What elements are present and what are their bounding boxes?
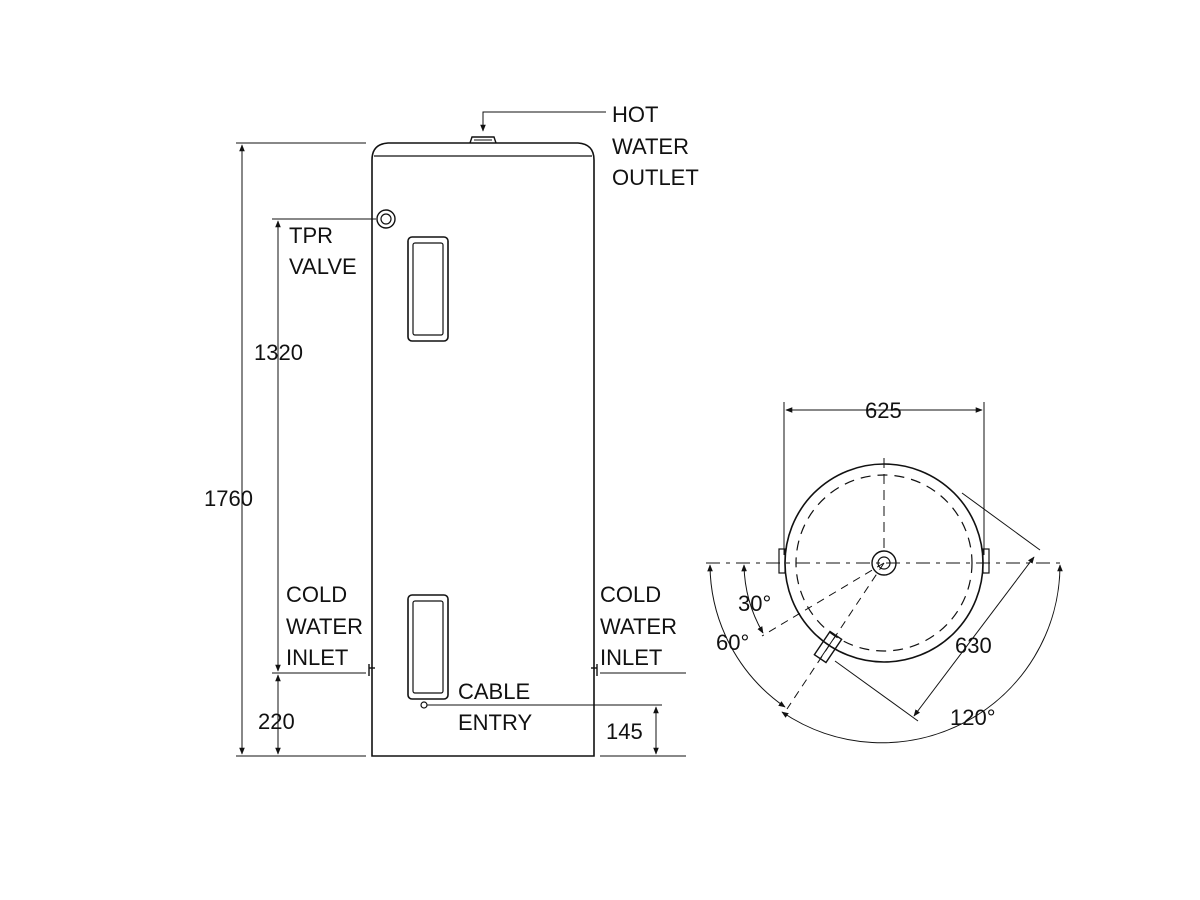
- hot-water-outlet-label: HOT WATER OUTLET: [612, 102, 699, 190]
- svg-text:CABLE: CABLE: [458, 679, 530, 704]
- svg-text:ENTRY: ENTRY: [458, 710, 532, 735]
- hot-outlet-fitting: [469, 136, 497, 144]
- svg-text:OUTLET: OUTLET: [612, 165, 699, 190]
- svg-text:HOT: HOT: [612, 102, 658, 127]
- dim-label-630: 630: [955, 633, 992, 658]
- arc-60: [707, 564, 786, 708]
- svg-text:WATER: WATER: [612, 134, 689, 159]
- dim-label-220: 220: [258, 709, 295, 734]
- svg-text:VALVE: VALVE: [289, 254, 357, 279]
- dim-label-1320: 1320: [254, 340, 303, 365]
- svg-text:INLET: INLET: [600, 645, 662, 670]
- tpr-valve: [376, 209, 396, 229]
- svg-text:TPR: TPR: [289, 223, 333, 248]
- cable-entry-hole: [420, 701, 428, 709]
- angle-label-120: 120°: [950, 705, 996, 730]
- hot-outlet-leader: [480, 111, 606, 132]
- svg-text:INLET: INLET: [286, 645, 348, 670]
- tank-body: [371, 142, 595, 757]
- side-elevation: [236, 111, 686, 757]
- angle-label-30: 30°: [738, 591, 771, 616]
- lower-element-cover: [407, 594, 449, 700]
- svg-text:COLD: COLD: [286, 582, 347, 607]
- svg-text:WATER: WATER: [600, 614, 677, 639]
- dim-label-145: 145: [606, 719, 643, 744]
- dim-label-1760: 1760: [204, 486, 253, 511]
- svg-text:WATER: WATER: [286, 614, 363, 639]
- upper-element-cover: [407, 236, 449, 342]
- cold-water-inlet-label-right: COLD WATER INLET: [600, 582, 677, 670]
- svg-text:COLD: COLD: [600, 582, 661, 607]
- dim-label-625: 625: [865, 398, 902, 423]
- tpr-valve-label: TPR VALVE: [289, 223, 357, 279]
- cable-entry-label: CABLE ENTRY: [458, 679, 532, 735]
- angle-label-60: 60°: [716, 630, 749, 655]
- cold-water-inlet-label-left: COLD WATER INLET: [286, 582, 363, 670]
- arc-120: [781, 564, 1063, 744]
- plan-view: [706, 402, 1063, 744]
